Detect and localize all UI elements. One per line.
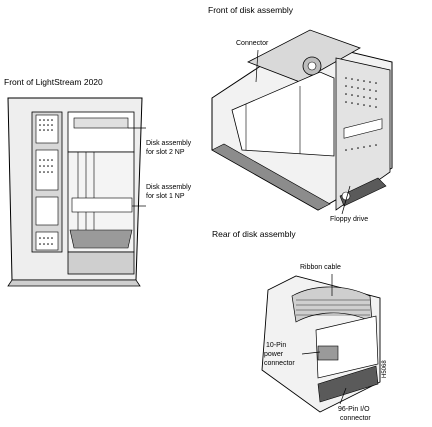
- title-front-lightstream: Front of LightStream 2020: [4, 77, 103, 87]
- label-disk-slot1-line2: for slot 1 NP: [146, 193, 185, 200]
- label-disk-slot2-line2: for slot 2 NP: [146, 149, 185, 156]
- label-power-connector-line1: 10-Pin: [266, 342, 287, 349]
- label-io-connector-line1: 96-Pin I/O: [338, 406, 370, 413]
- label-power-connector-line3: connector: [264, 360, 295, 367]
- title-rear-disk-assembly: Rear of disk assembly: [212, 229, 296, 239]
- label-floppy-drive: Floppy drive: [330, 216, 369, 223]
- label-connector: Connector: [236, 40, 269, 47]
- label-disk-slot2-line1: Disk assembly: [146, 140, 192, 147]
- label-io-connector-line2: connector: [340, 415, 371, 422]
- figure-id: H5068: [382, 360, 388, 378]
- label-ribbon-cable: Ribbon cable: [300, 264, 341, 271]
- label-disk-slot1-line1: Disk assembly: [146, 184, 192, 191]
- title-front-disk-assembly: Front of disk assembly: [208, 5, 294, 15]
- label-power-connector-line2: power: [264, 351, 284, 358]
